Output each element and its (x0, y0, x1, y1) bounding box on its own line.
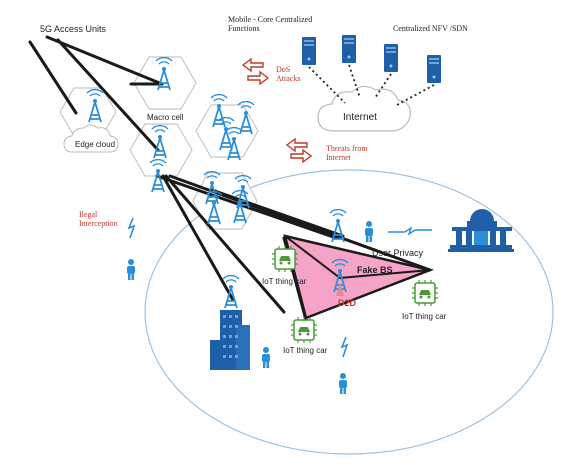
core-functions-label: Mobile - Core Centralized (228, 15, 312, 24)
threat-arrows (241, 57, 313, 164)
person-lower-icon (339, 373, 347, 394)
core-functions-label-2: Functions (228, 24, 260, 33)
user-privacy-person-icon (365, 221, 373, 242)
wireless-link-icon (404, 226, 416, 236)
person-bottom-icon (262, 347, 270, 368)
bolt-icon (341, 336, 348, 358)
iot-car-left-label: IoT thing car (262, 277, 307, 286)
nfv-sdn-label: Centralized NFV /SDN (393, 24, 468, 33)
dos-label: DoS (276, 65, 290, 74)
edge-cloud-label: Edge cloud (75, 140, 115, 149)
access-units-label: 5G Access Units (40, 24, 107, 34)
nfv-server-icon (384, 44, 398, 72)
threat-arrow-right-icon (290, 148, 313, 164)
city-buildings-icon (210, 310, 250, 370)
hex-center (129, 123, 193, 177)
iot-car-bottom-label: IoT thing car (283, 346, 328, 355)
nfv-server-icon (427, 55, 441, 83)
edge-cloud-icon (63, 124, 119, 153)
coverage-ellipse (144, 169, 554, 455)
fake-bs-label: Fake BS (357, 265, 393, 275)
iot-car-left-icon (271, 245, 299, 273)
iot-car-right-label: IoT thing car (402, 312, 447, 321)
internet-cloud-icon (317, 85, 411, 132)
dos-arrow-left-icon (241, 57, 264, 73)
illegal-interception-label-2: Interception (79, 219, 118, 228)
illegal-interception-label: Ilegal (79, 210, 98, 219)
user-privacy-label: User Privacy (372, 248, 424, 258)
macro-cell-label: Macro cell (147, 113, 184, 122)
core-server-icon (342, 35, 356, 63)
person-left-icon (127, 259, 135, 280)
iot-car-bottom-icon (290, 316, 318, 344)
dos-label-2: Attacks (276, 74, 300, 83)
dos-arrow-right-icon (247, 70, 270, 86)
interception-bolt-icon (128, 217, 135, 239)
threat-arrow-left-icon (285, 137, 308, 153)
core-server-icon (302, 37, 316, 65)
building-icon (448, 209, 514, 252)
threats-label-2: Internet (326, 153, 352, 162)
building-tower-icon (222, 274, 240, 309)
threats-label: Threats from (326, 144, 368, 153)
server-links (308, 64, 435, 107)
iot-car-right-icon (411, 279, 439, 307)
d2d-label: D2D (338, 298, 357, 308)
internet-label: Internet (343, 112, 377, 123)
